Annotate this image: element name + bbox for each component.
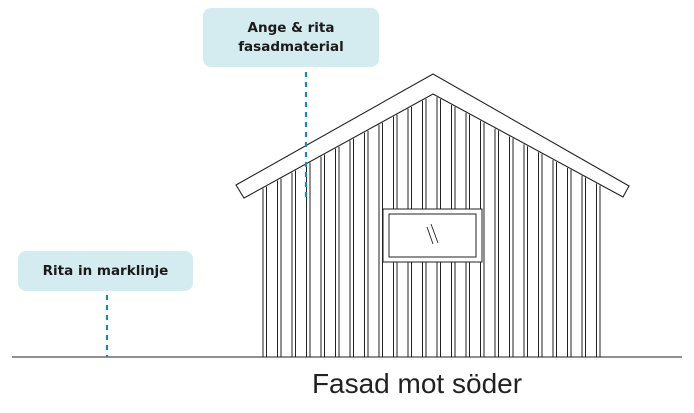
drawing-caption: Fasad mot söder [311,368,523,399]
window [382,208,483,263]
facade-boards [262,97,601,357]
facade-material-callout-line1: Ange & rita [247,19,335,36]
facade-material-callout: Ange & rita fasadmaterial [203,8,379,67]
roof-outline [235,73,630,199]
facade-material-callout-line2: fasadmaterial [238,38,344,55]
ground-line-callout-label: Rita in marklinje [42,262,169,279]
ground-line-callout: Rita in marklinje [18,251,193,291]
